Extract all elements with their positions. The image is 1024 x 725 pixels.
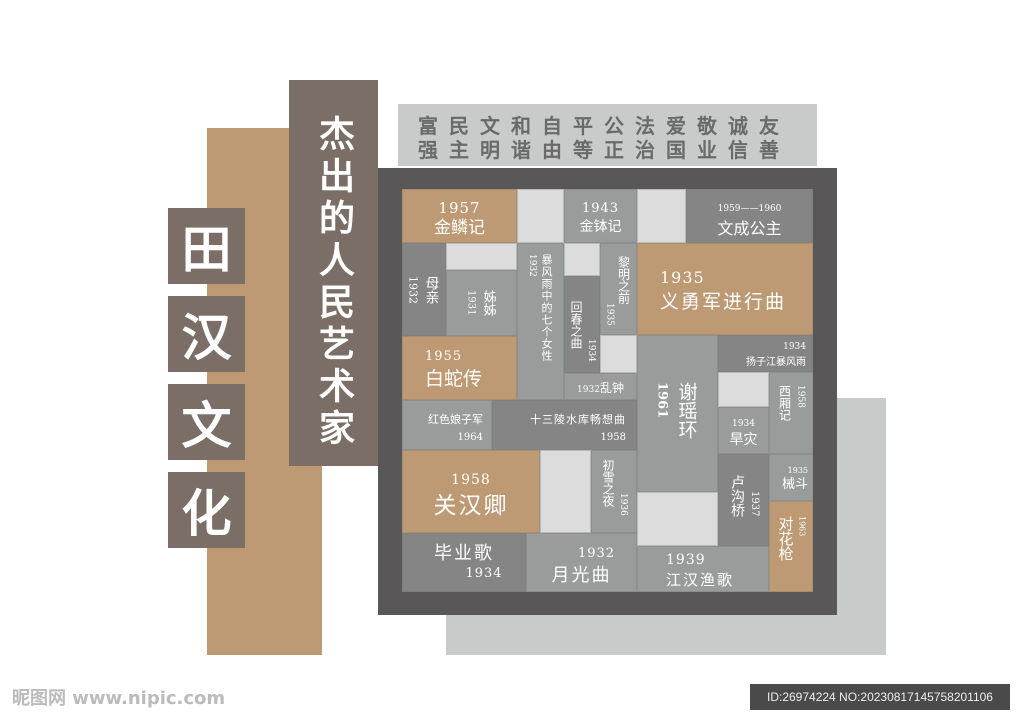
title: 初雪之夜: [601, 459, 615, 507]
filler: [718, 372, 769, 407]
work-tile: 1932 暴风雨中的七个女性: [517, 243, 564, 400]
work-tile: 1943 金钵记: [564, 189, 637, 243]
title: 回春之曲: [569, 300, 583, 349]
year: 1934: [586, 339, 596, 362]
work-tile: 卢沟桥 1937: [718, 454, 769, 546]
year: 1934: [465, 566, 503, 581]
year: 1937: [749, 491, 760, 517]
watermark-id: ID:26974224 NO:20230817145758201106: [750, 684, 1010, 710]
year: 1961: [654, 382, 670, 419]
year: 1964: [457, 432, 483, 443]
year: 1935: [787, 466, 808, 475]
title-char: 汉: [168, 296, 245, 372]
work-tile: 1939 江汉渔歌: [637, 546, 769, 592]
year: 1932: [406, 275, 420, 304]
year: 1943: [581, 201, 620, 216]
year: 1932: [577, 385, 600, 395]
filler: [637, 189, 686, 243]
work-tile: 回春之曲 1934: [564, 276, 600, 373]
year: 1935: [604, 303, 615, 326]
work-tile: 1935 械斗: [769, 454, 813, 501]
filler: [540, 450, 591, 533]
year: 1963: [797, 516, 807, 537]
year: 1935: [660, 268, 705, 287]
title: 毕业歌: [434, 543, 494, 564]
work-tile: 1932 月光曲: [526, 533, 637, 592]
work-tile: 1959——1960 文成公主: [686, 189, 813, 243]
title: 卢沟桥: [729, 475, 745, 517]
work-tile: 1961 谢瑶环: [637, 335, 718, 492]
year: 1932: [527, 254, 537, 277]
filler: [446, 243, 517, 270]
work-tile: 1957 金鳞记: [402, 189, 517, 243]
year: 1934: [732, 419, 755, 429]
title: 械斗: [781, 477, 808, 492]
title: 西厢记: [777, 385, 792, 421]
work-tile: 红色娘子军 1964: [402, 400, 492, 450]
year: 1958: [795, 385, 806, 408]
year: 1939: [666, 552, 706, 568]
title-char: 化: [168, 472, 245, 548]
work-tile: 1934 旱灾: [718, 407, 769, 454]
work-tile: 1935 黎明之前: [600, 243, 637, 335]
work-tile: 1955 白蛇传: [402, 336, 517, 400]
values-row-2: 强主明谐由等正治国业信善: [418, 138, 790, 162]
values-row-1: 富民文和自平公法爱敬诚友: [418, 114, 790, 138]
filler: [637, 492, 718, 546]
title-char: 田: [168, 208, 245, 284]
title: 义勇军进行曲: [660, 291, 787, 313]
title: 母亲: [423, 275, 440, 304]
filler: [564, 243, 600, 276]
filler: [517, 189, 564, 243]
title: 白蛇传: [425, 368, 483, 390]
year: 1957: [438, 199, 481, 217]
work-tile: 1934 扬子江暴风雨: [718, 335, 813, 372]
title: 江汉渔歌: [666, 571, 735, 589]
work-tile: 1932 母亲: [402, 243, 446, 336]
title: 乱钟: [599, 381, 624, 395]
work-tile: 1932乱钟: [564, 373, 637, 400]
title: 姊姊: [480, 290, 496, 316]
year: 1934: [783, 342, 806, 352]
title: 扬子江暴风雨: [746, 357, 806, 368]
title: 黎明之前: [616, 256, 631, 304]
year: 1955: [425, 349, 463, 364]
title: 旱灾: [729, 432, 758, 448]
title: 月光曲: [551, 565, 612, 586]
title: 暴风雨中的七个女性: [540, 254, 553, 362]
work-tile: 初雪之夜 1936: [591, 450, 637, 533]
year: 1931: [465, 290, 477, 316]
year: 1932: [577, 546, 616, 561]
title: 关汉卿: [433, 493, 509, 519]
title: 金鳞记: [434, 218, 485, 238]
core-values-strip: 富民文和自平公法爱敬诚友 强主明谐由等正治国业信善: [398, 104, 817, 166]
work-tile: 西厢记 1958: [769, 372, 813, 454]
title: 十三陵水库畅想曲: [530, 413, 626, 426]
work-tile: 对花枪 1963: [769, 501, 813, 592]
work-tile: 1935 义勇军进行曲: [637, 243, 813, 335]
year: 1958: [451, 472, 491, 488]
watermark-left: 昵图网 www.nipic.com: [12, 688, 226, 709]
title: 对花枪: [776, 516, 795, 561]
filler: [600, 335, 637, 373]
title: 红色娘子军: [428, 413, 483, 426]
work-tile: 1931 姊姊: [446, 270, 517, 336]
work-tile: 1958 关汉卿: [402, 450, 540, 533]
subtitle: 杰出的人民艺术家: [289, 80, 378, 466]
title-char: 文: [168, 384, 245, 460]
title: 谢瑶环: [675, 382, 698, 439]
year: 1936: [618, 493, 628, 516]
work-tile: 十三陵水库畅想曲 1958: [492, 400, 637, 450]
title: 文成公主: [717, 219, 782, 238]
year: 1958: [600, 432, 626, 443]
work-tile: 毕业歌 1934: [402, 533, 526, 592]
year: 1959——1960: [717, 204, 782, 214]
title: 金钵记: [579, 219, 622, 235]
